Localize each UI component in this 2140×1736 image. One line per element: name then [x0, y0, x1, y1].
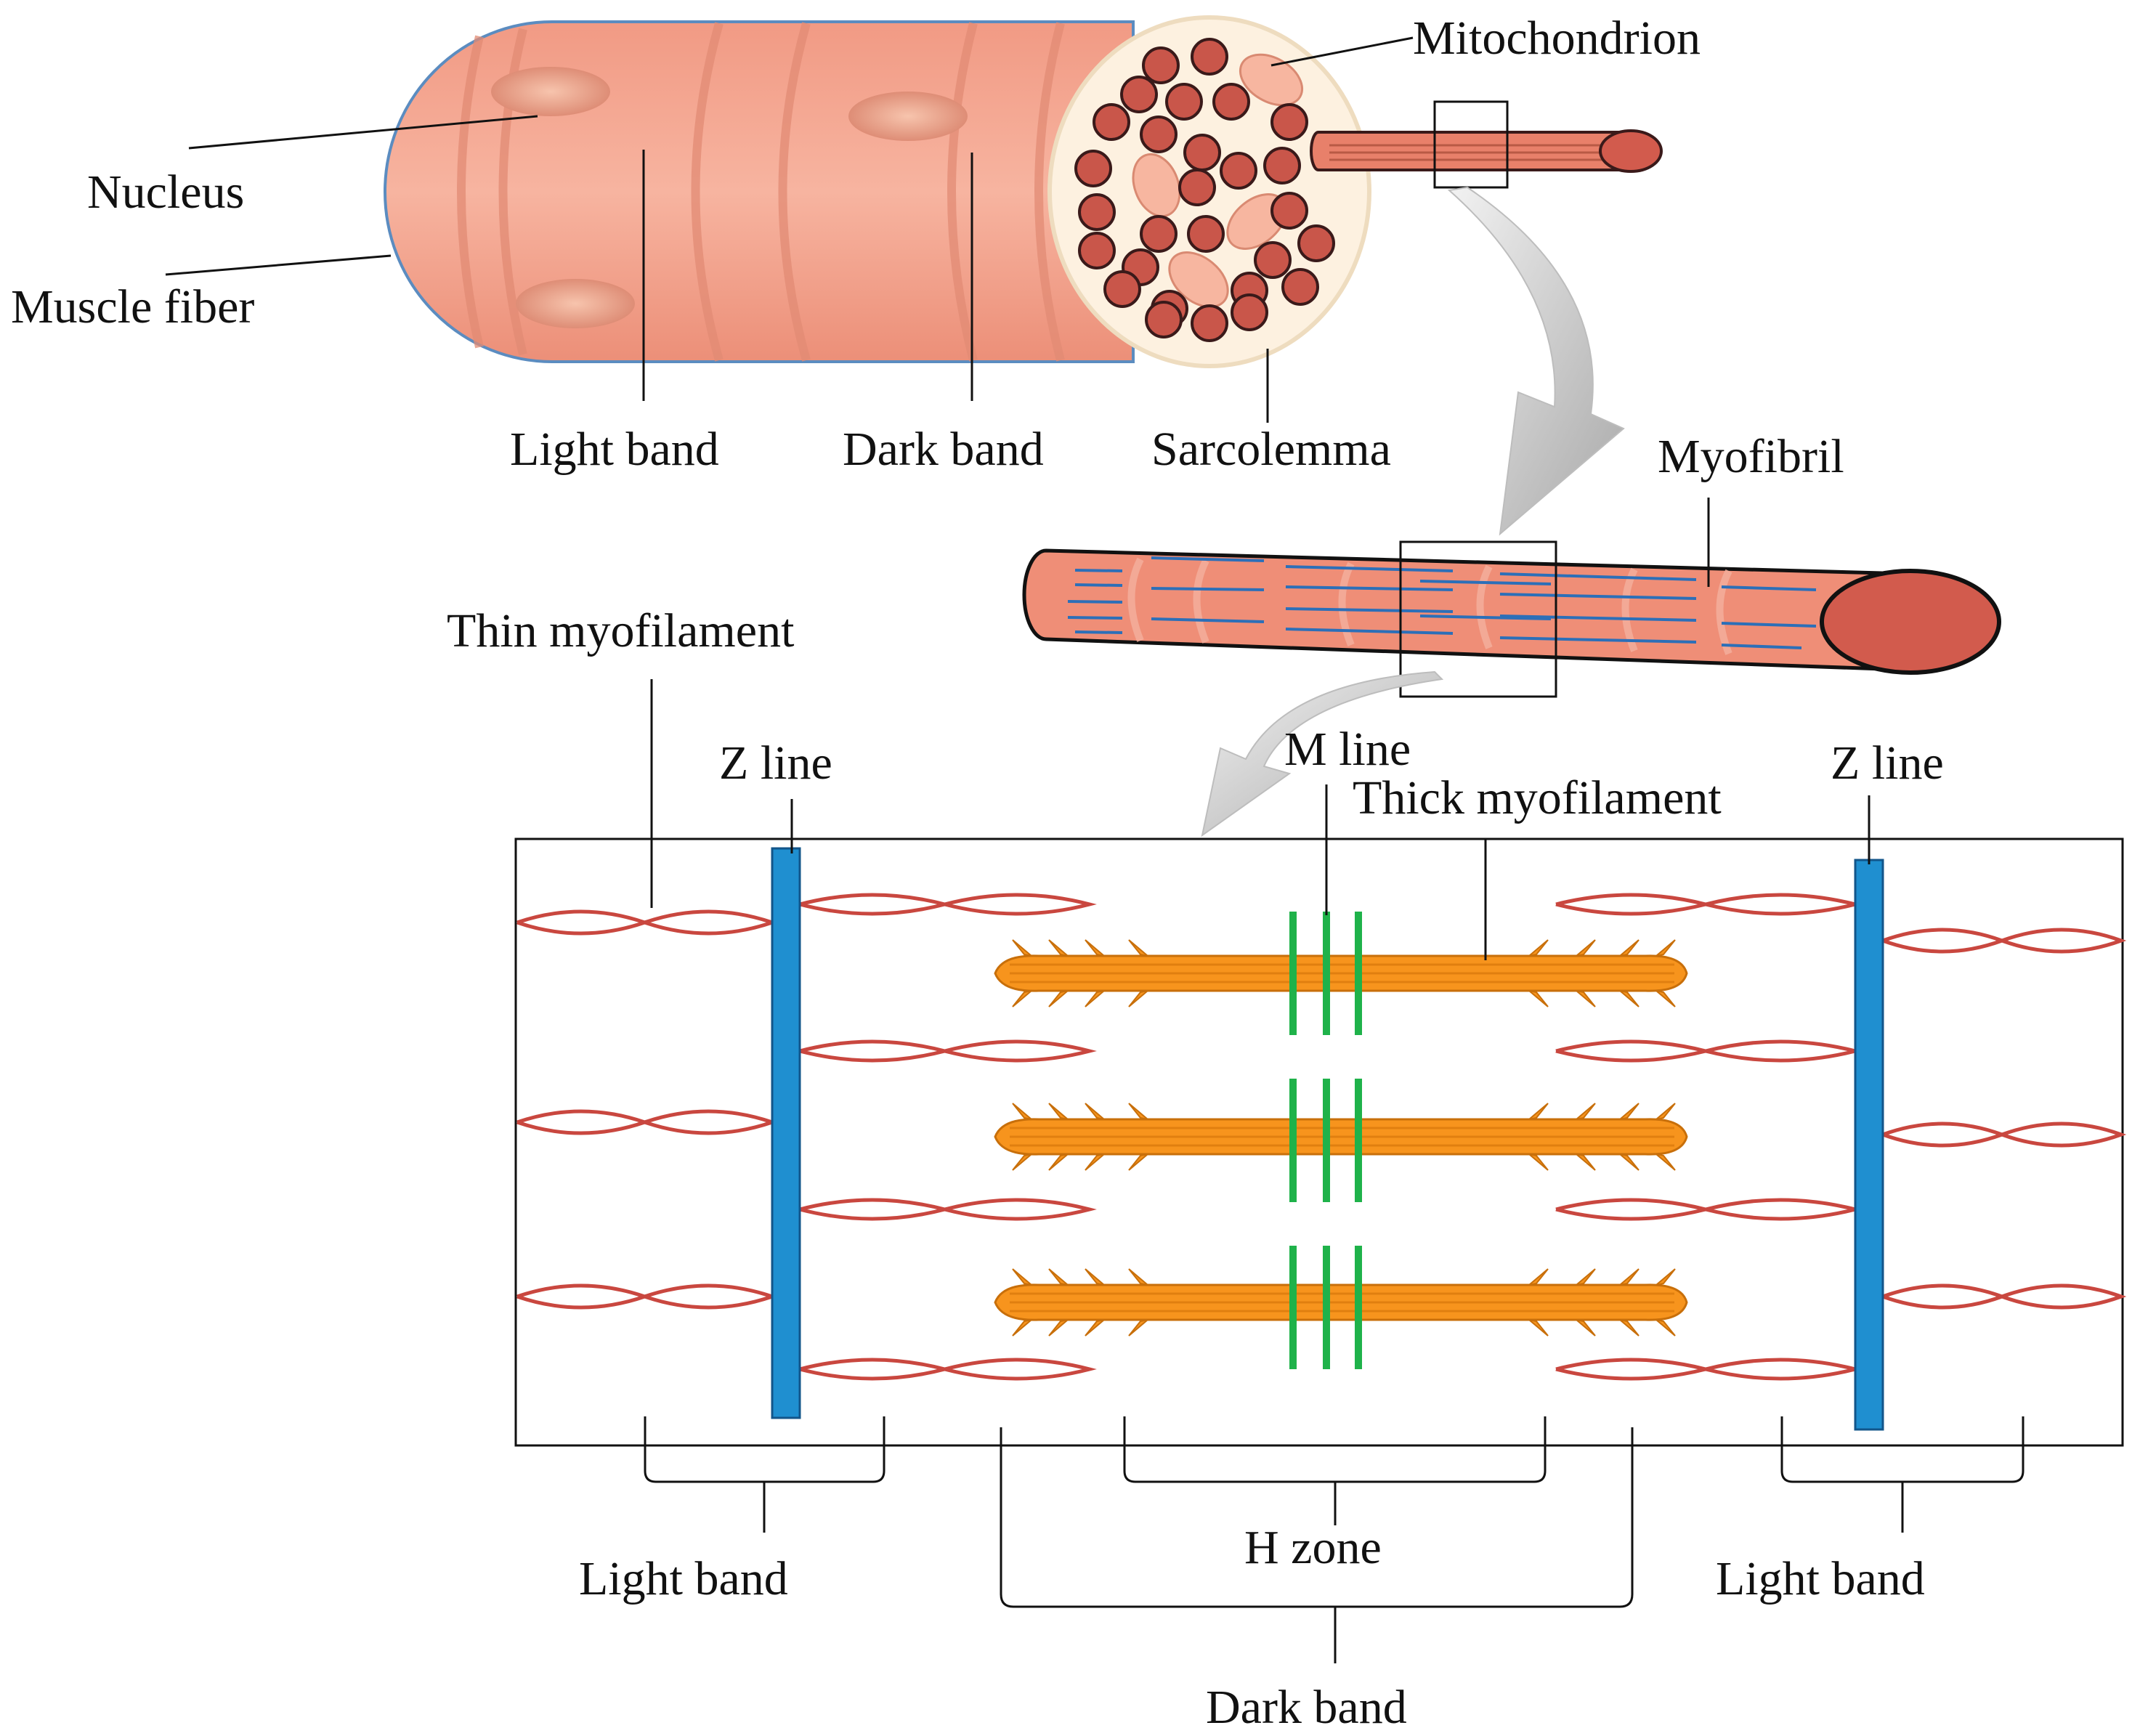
myofibril-cross-sections	[1074, 38, 1335, 342]
myofibril-filaments	[1067, 556, 1817, 649]
z-line-right	[1854, 859, 1884, 1431]
thick-filament	[994, 939, 1688, 1007]
zoom-box	[1399, 540, 1557, 698]
label-mitochondrion: Mitochondrion	[1413, 12, 1701, 65]
sarcomere	[514, 837, 2127, 1447]
muscle-fiber	[384, 20, 1135, 363]
nucleus	[516, 279, 635, 328]
thick-filament	[994, 1103, 1688, 1171]
mitochondrion	[1239, 53, 1304, 107]
label-myofibril: Myofibril	[1658, 430, 1844, 483]
label-m-line: M line	[1284, 723, 1411, 776]
z-line-left	[771, 847, 801, 1419]
label-light-band-top: Light band	[510, 423, 719, 476]
label-dark-band-top: Dark band	[843, 423, 1044, 476]
fiber-cross-section	[1047, 15, 1371, 368]
label-z-line-right: Z line	[1831, 737, 1944, 790]
mitochondria	[1132, 53, 1304, 308]
m-lines	[1289, 912, 1362, 1369]
curved-arrow-icon	[1447, 186, 1625, 536]
thick-filament	[994, 1268, 1688, 1337]
thin-filament	[1882, 928, 2127, 954]
thin-filament	[799, 1198, 1097, 1221]
thin-filament	[1882, 1121, 2127, 1148]
leader-lines	[165, 36, 1871, 960]
label-z-line-left: Z line	[719, 737, 832, 790]
myofibril-small	[1310, 100, 1663, 189]
label-light-band-right: Light band	[1716, 1552, 1925, 1605]
thin-myofilaments	[516, 893, 2127, 1381]
label-dark-band-bottom: Dark band	[1206, 1681, 1407, 1734]
thin-filament	[799, 1039, 1097, 1063]
label-thin-myofilament: Thin myofilament	[447, 604, 794, 657]
label-muscle-fiber: Muscle fiber	[11, 280, 254, 333]
thick-myofilaments	[994, 939, 1688, 1337]
band-braces	[644, 1416, 2025, 1663]
label-nucleus: Nucleus	[87, 166, 244, 219]
zoom-box	[1433, 100, 1509, 189]
nucleus	[491, 67, 610, 116]
labels: Mitochondrion Nucleus Muscle fiber Light…	[11, 12, 1944, 1734]
label-thick-myofilament: Thick myofilament	[1353, 771, 1722, 824]
nucleus	[848, 92, 968, 141]
curved-arrow-icon	[1201, 670, 1444, 837]
myofibril	[1022, 540, 2001, 698]
thin-filament	[799, 1358, 1097, 1381]
label-h-zone: H zone	[1244, 1521, 1382, 1574]
label-light-band-left: Light band	[579, 1552, 788, 1605]
mitochondrion	[1132, 153, 1181, 218]
mitochondrion	[1168, 251, 1229, 308]
thin-filament	[1882, 1283, 2127, 1310]
label-sarcolemma: Sarcolemma	[1151, 423, 1391, 476]
thin-filament	[799, 893, 1097, 916]
